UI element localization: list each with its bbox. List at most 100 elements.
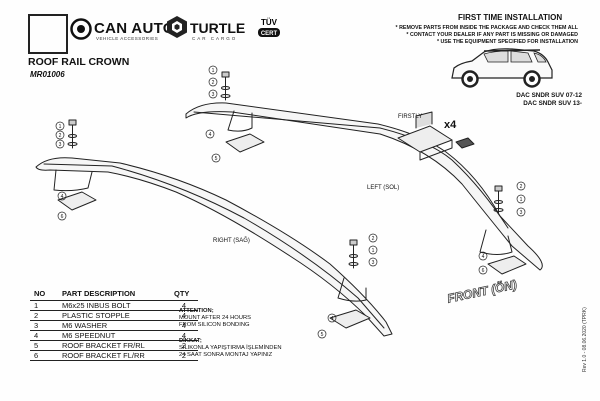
- part-description: M6 SPEEDNUT: [58, 330, 170, 341]
- part-qty: 4: [170, 310, 198, 321]
- part-description: M6x25 INBUS BOLT: [58, 300, 170, 311]
- attention-line: MOUNT AFTER 24 HOURS: [179, 315, 252, 321]
- revision-note: Rev 1.0 - 08.06.2020 (TPRK): [582, 307, 588, 372]
- rail-foot: [53, 169, 93, 192]
- left-rail-label: LEFT (SOL): [367, 185, 400, 191]
- partner-name: TURTLE: [190, 20, 246, 36]
- vehicle-models: DAC SNDR SUV 07-12 DAC SNDR SUV 13-: [516, 92, 582, 108]
- part-qty: 2: [170, 340, 198, 351]
- rail-foot: [227, 110, 253, 132]
- svg-text:1: 1: [212, 68, 215, 74]
- part-description: M6 WASHER: [58, 320, 170, 331]
- vehicle-model-2: DAC SNDR SUV 13-: [523, 100, 582, 107]
- svg-text:1: 1: [372, 248, 375, 254]
- svg-text:2: 2: [372, 236, 375, 242]
- svg-text:4: 4: [482, 254, 485, 260]
- part-no: 5: [30, 340, 58, 351]
- part-no: 2: [30, 310, 58, 321]
- firstly-bracket-detail: [397, 111, 475, 161]
- svg-text:3: 3: [59, 142, 62, 148]
- attention-line: FROM SILICON BONDING: [179, 322, 250, 328]
- svg-text:5: 5: [215, 156, 218, 162]
- vehicle-model-1: DAC SNDR SUV 07-12: [516, 92, 582, 99]
- rail-foot: [337, 277, 367, 302]
- header-description: PART DESCRIPTION: [58, 288, 170, 301]
- note-line: * USE THE EQUIPMENT SPECIFIED FOR INSTAL…: [436, 39, 578, 45]
- svg-text:2: 2: [59, 133, 62, 139]
- svg-text:1: 1: [59, 124, 62, 130]
- part-qty: 4: [170, 330, 198, 341]
- dikkat-title: DİKKAT;: [179, 338, 202, 344]
- rail-foot: [479, 229, 513, 255]
- part-no: 4: [30, 330, 58, 341]
- part-description: ROOF BRACKET FL/RR: [58, 350, 170, 361]
- brand-subtitle: VEHICLE ACCESSORIES: [96, 36, 159, 41]
- svg-text:CERT: CERT: [261, 31, 278, 37]
- svg-text:4: 4: [331, 316, 334, 322]
- bolt-stack: [493, 185, 504, 215]
- tuv-cert-logo-icon: TÜV CERT: [258, 18, 280, 37]
- roof-bracket: [225, 133, 265, 153]
- left-roof-rail: [185, 102, 543, 271]
- svg-text:3: 3: [372, 260, 375, 266]
- svg-text:4: 4: [61, 194, 64, 200]
- dikkat-line: 24 SAAT SONRA MONTAJ YAPINIZ: [179, 352, 273, 358]
- svg-text:3: 3: [520, 210, 523, 216]
- dikkat-note: DİKKAT; SILIKONLA YAPIŞTIRMA İŞLEMİNDEN …: [179, 338, 329, 359]
- callout-numbers: 1 2 3 4 6 1 2 3 4 5 2 1 3 4 5 2 1 3 4 6: [59, 68, 523, 338]
- svg-text:2: 2: [212, 80, 215, 86]
- dikkat-line: SILIKONLA YAPIŞTIRMA İŞLEMİNDEN: [179, 345, 282, 351]
- svg-text:4: 4: [209, 132, 212, 138]
- roof-bracket: [487, 255, 527, 275]
- product-code: MR01006: [30, 70, 65, 79]
- part-qty: 4: [170, 300, 198, 311]
- part-description: ROOF BRACKET FR/RL: [58, 340, 170, 351]
- part-qty: 4: [170, 320, 198, 331]
- right-rail-label: RIGHT (SAĞ): [213, 238, 250, 244]
- part-no: 1: [30, 300, 58, 311]
- roof-bracket: [329, 309, 371, 329]
- svg-text:TÜV: TÜV: [261, 18, 278, 27]
- firstly-label: FIRSTLY: [398, 114, 423, 120]
- brand-name: CAN AUTO: [94, 20, 175, 37]
- partner-subtitle: CAR CARGO: [192, 36, 238, 41]
- svg-text:2: 2: [520, 184, 523, 190]
- attention-title: ATTENTION;: [179, 308, 214, 314]
- quantity-multiplier: x4: [444, 119, 457, 131]
- attention-note: ATTENTION; MOUNT AFTER 24 HOURS FROM SIL…: [179, 308, 329, 329]
- note-line: * CONTACT YOUR DEALER IF ANY PART IS MIS…: [406, 32, 578, 38]
- page-title: ROOF RAIL CROWN: [28, 56, 130, 68]
- right-roof-rail: [35, 157, 393, 337]
- installation-title: FIRST TIME INSTALLATION: [458, 13, 563, 22]
- callout-circles: [55, 65, 526, 339]
- note-line: * REMOVE PARTS FROM INSIDE THE PACKAGE A…: [395, 25, 578, 31]
- table-header-row: NO PART DESCRIPTION QTY: [30, 288, 198, 301]
- turtle-logo-icon: [167, 16, 187, 38]
- part-qty: 2: [170, 350, 198, 361]
- svg-text:3: 3: [212, 92, 215, 98]
- svg-text:6: 6: [61, 214, 64, 220]
- svg-text:6: 6: [482, 268, 485, 274]
- header-no: NO: [30, 288, 58, 301]
- svg-text:1: 1: [520, 197, 523, 203]
- bolt-stack: [67, 119, 78, 149]
- part-description: PLASTIC STOPPLE: [58, 310, 170, 321]
- bolt-stack: [220, 71, 231, 101]
- part-no: 3: [30, 320, 58, 331]
- bolt-stack: [348, 239, 359, 269]
- can-auto-logo-icon: [70, 18, 92, 40]
- installation-notes: * REMOVE PARTS FROM INSIDE THE PACKAGE A…: [396, 25, 578, 46]
- header-qty: QTY: [170, 288, 198, 301]
- part-no: 6: [30, 350, 58, 361]
- company-logo-box: [28, 14, 68, 54]
- svg-text:5: 5: [321, 332, 324, 338]
